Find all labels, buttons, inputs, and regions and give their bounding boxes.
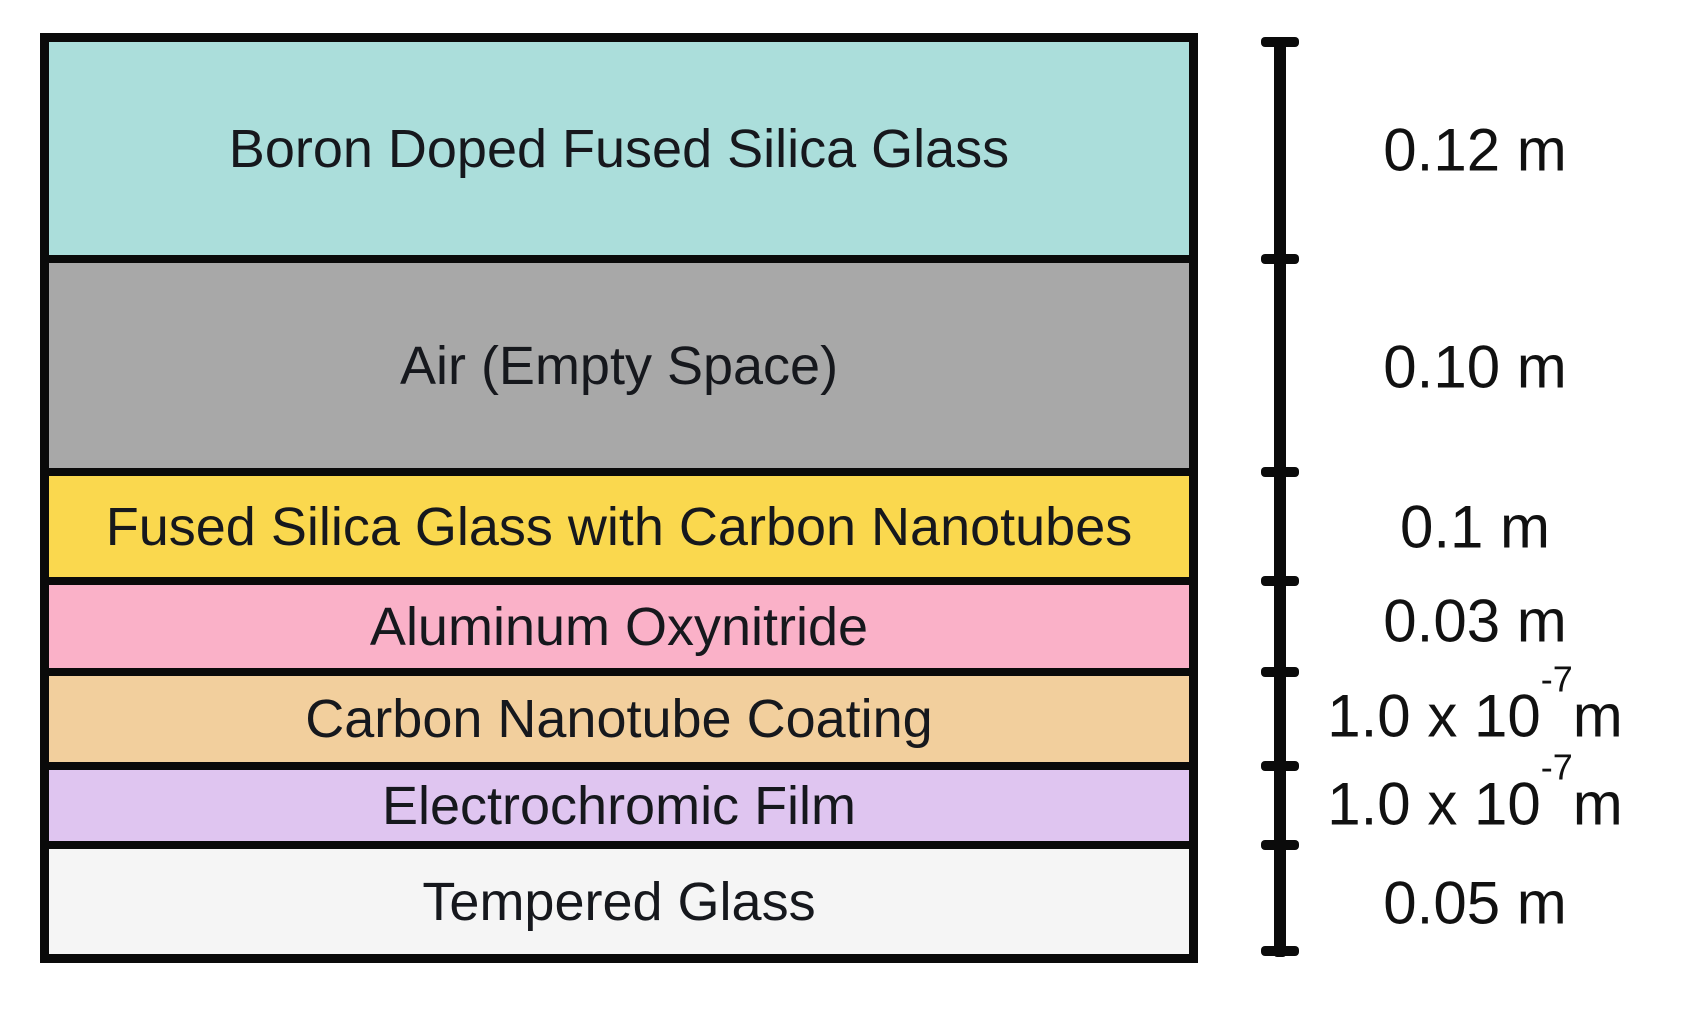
thickness-unit: m	[1572, 682, 1623, 750]
layer-row-aluminum-oxynitride: Aluminum Oxynitride	[49, 577, 1189, 668]
thickness-exponent: -7	[1540, 746, 1573, 788]
thickness-mantissa: 1.0 x 10	[1327, 770, 1541, 838]
layer-row-electrochromic-film: Electrochromic Film	[49, 762, 1189, 841]
layer-label: Air (Empty Space)	[399, 335, 839, 396]
scale-tick	[1261, 254, 1299, 264]
scale-cap-top	[1261, 37, 1299, 47]
layer-label: Boron Doped Fused Silica Glass	[228, 118, 1010, 179]
scale-cap-bottom	[1261, 946, 1299, 956]
thickness-exponent: -7	[1540, 658, 1573, 700]
thickness-label: 1.0 x 10-7m	[1310, 661, 1640, 751]
layer-label: Tempered Glass	[422, 871, 816, 932]
scale-line	[1274, 38, 1286, 957]
scale-tick	[1261, 467, 1299, 477]
thickness-label: 0.05 m	[1383, 869, 1567, 937]
layer-row-carbon-nanotube-coating: Carbon Nanotube Coating	[49, 668, 1189, 762]
scale-tick	[1261, 840, 1299, 850]
layer-row-tempered-glass: Tempered Glass	[49, 841, 1189, 954]
scale-tick	[1261, 667, 1299, 677]
thickness-label: 1.0 x 10-7m	[1310, 749, 1640, 839]
layer-stack: Boron Doped Fused Silica Glass Air (Empt…	[40, 33, 1198, 963]
scale-tick	[1261, 576, 1299, 586]
layer-label: Carbon Nanotube Coating	[305, 689, 933, 749]
thickness-label: 0.10 m	[1383, 333, 1567, 401]
layer-row-air-empty-space: Air (Empty Space)	[49, 255, 1189, 468]
scale-tick	[1261, 761, 1299, 771]
thickness-label: 0.12 m	[1383, 116, 1567, 184]
layer-label: Electrochromic Film	[381, 775, 857, 836]
thickness-mantissa: 1.0 x 10	[1327, 682, 1541, 750]
layer-row-boron-doped-fused-silica-glass: Boron Doped Fused Silica Glass	[49, 42, 1189, 255]
thickness-label: 0.03 m	[1383, 587, 1567, 655]
layer-row-fused-silica-glass-with-carbon-nanotubes: Fused Silica Glass with Carbon Nanotubes	[49, 468, 1189, 577]
thickness-label: 0.1 m	[1399, 493, 1551, 561]
thickness-unit: m	[1572, 770, 1623, 838]
layer-label: Fused Silica Glass with Carbon Nanotubes	[105, 496, 1133, 557]
layer-label: Aluminum Oxynitride	[369, 596, 869, 657]
